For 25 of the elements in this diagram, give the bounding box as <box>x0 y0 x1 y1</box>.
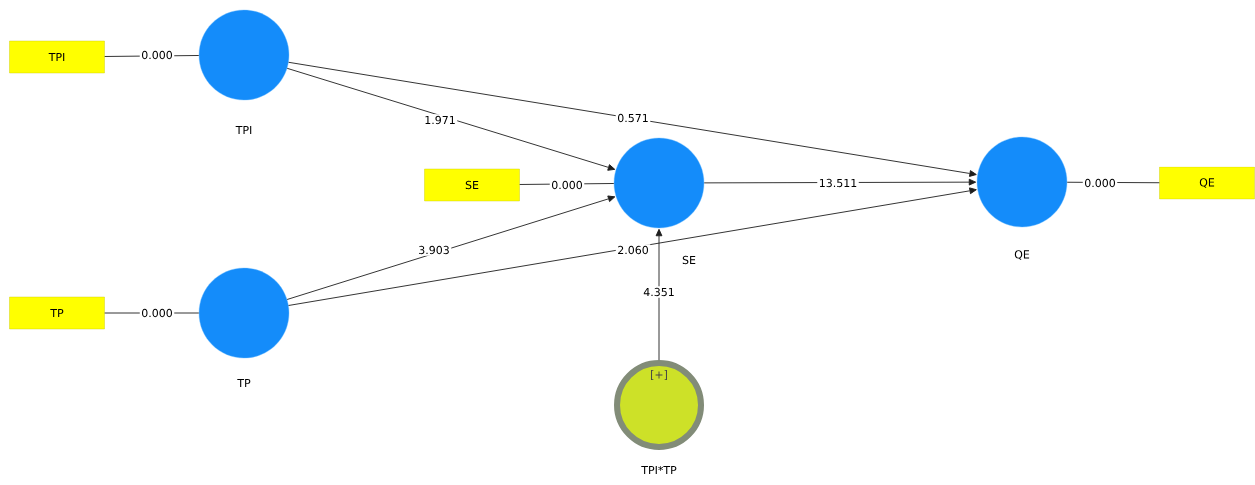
indicator-box: SE <box>424 168 520 202</box>
construct-label: QE <box>1014 250 1030 260</box>
edge-label: 0.000 <box>139 49 175 61</box>
edge-label: 3.903 <box>416 244 452 256</box>
edge-label: 0.571 <box>615 112 651 124</box>
construct-label: SE <box>682 255 696 265</box>
edge-label: 1.971 <box>422 114 458 126</box>
plus-sign-label: [+] <box>651 370 667 380</box>
edge-label: 2.060 <box>615 244 651 256</box>
arrow <box>288 61 977 177</box>
construct-label: TPI*TP <box>641 465 677 475</box>
construct-label: TP <box>237 379 251 387</box>
arrow <box>288 187 977 306</box>
construct-label: TPI <box>235 126 252 134</box>
edge-label: 13.511 <box>817 177 859 189</box>
indicator-box: QE <box>1159 166 1255 200</box>
edge-label: 0.000 <box>139 307 175 319</box>
arrow <box>286 67 616 171</box>
arrow <box>286 195 616 300</box>
edge-label: 0.000 <box>549 179 585 191</box>
indicator-box: TPI <box>9 40 105 74</box>
edge-label: 0.000 <box>1082 177 1118 189</box>
arrow <box>655 228 663 361</box>
indicator-box: TP <box>9 296 105 330</box>
edge-label: 4.351 <box>641 286 677 298</box>
